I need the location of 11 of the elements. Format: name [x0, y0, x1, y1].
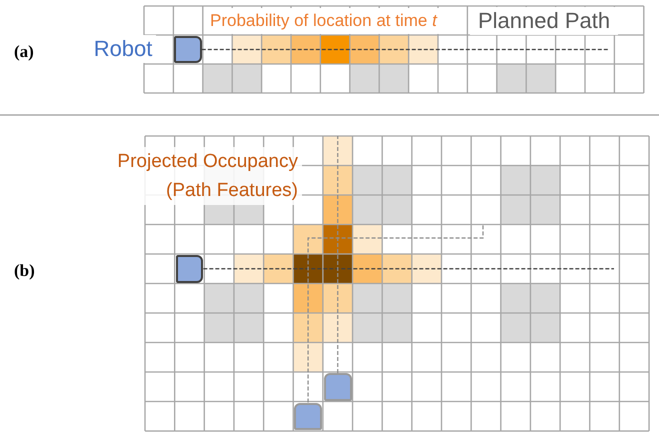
path-line [203, 268, 614, 270]
robot-marker [176, 255, 204, 282]
panel-label: (a) [14, 41, 34, 63]
path-line [202, 48, 609, 50]
robot-marker [294, 402, 322, 430]
robot-marker [174, 36, 202, 63]
path-label: Planned Path [470, 7, 618, 35]
path-line [337, 136, 338, 373]
path-line [307, 225, 484, 402]
panel-label: (b) [14, 260, 35, 282]
robot-marker [324, 373, 352, 400]
